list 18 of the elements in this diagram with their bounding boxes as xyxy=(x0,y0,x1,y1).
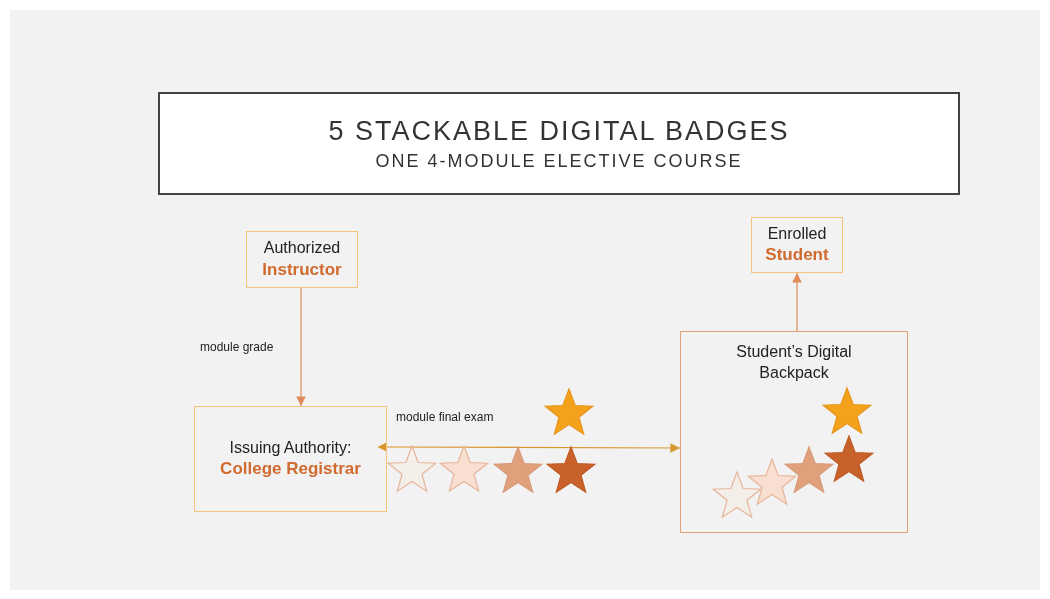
subtitle: ONE 4-MODULE ELECTIVE COURSE xyxy=(375,150,743,172)
node-text: College Registrar xyxy=(220,458,361,481)
node-text: Instructor xyxy=(262,258,342,281)
arrow xyxy=(377,442,681,453)
node-text: Issuing Authority: xyxy=(229,437,352,458)
edge-label: module final exam xyxy=(396,410,494,424)
edge-label: module grade xyxy=(200,340,274,354)
node-text: Enrolled xyxy=(767,223,827,244)
role-box xyxy=(246,231,358,288)
node-text: Student xyxy=(765,244,829,267)
role-box xyxy=(194,406,387,512)
role-box xyxy=(751,217,843,273)
node-text: Authorized xyxy=(263,238,341,259)
arrow xyxy=(792,272,802,332)
title: 5 STACKABLE DIGITAL BADGES xyxy=(328,115,790,147)
backpack-box xyxy=(680,331,908,533)
node-text: Student’s Digital Backpack xyxy=(735,342,853,383)
arrow xyxy=(296,287,306,407)
